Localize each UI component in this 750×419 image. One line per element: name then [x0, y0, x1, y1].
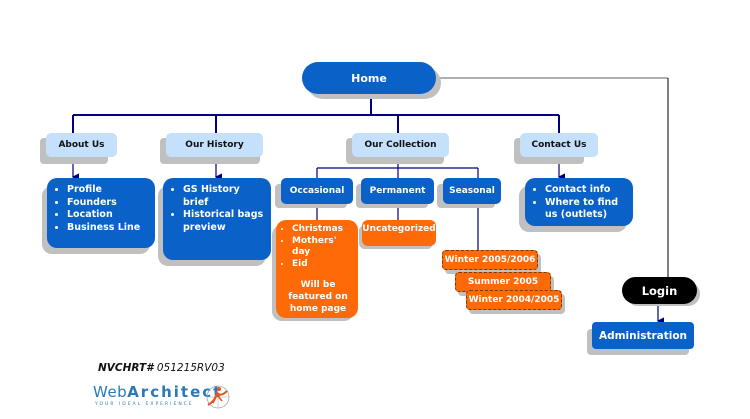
season-winter-2004-2005[interactable]: Winter 2004/2005 [466, 290, 562, 310]
logo-tagline: YOUR IDEAL EXPERIENCE [95, 402, 194, 407]
list-item[interactable]: Profile [67, 184, 149, 197]
chart-code: NVCHRT# 051215RV03 [98, 362, 225, 374]
about-us-node[interactable]: About Us [46, 133, 117, 157]
our-history-label: Our History [185, 140, 244, 150]
list-item[interactable]: Location [67, 209, 149, 222]
uncategorized-node[interactable]: Uncategorized [362, 220, 436, 246]
list-item[interactable]: Where to find us (outlets) [545, 197, 627, 222]
uncategorized-label: Uncategorized [362, 224, 436, 234]
list-item[interactable]: GS History brief [183, 184, 265, 209]
login-node[interactable]: Login [622, 277, 697, 304]
contact-us-node[interactable]: Contact Us [520, 133, 598, 157]
chart-code-value: 051215RV03 [156, 362, 225, 374]
home-label: Home [351, 71, 387, 85]
logo-architect-text: Architect [127, 383, 223, 401]
login-label: Login [641, 283, 678, 298]
occasional-list: Christmas Mothers' day Eid Will be featu… [276, 220, 358, 318]
permanent-node[interactable]: Permanent [361, 178, 434, 204]
about-us-label: About Us [58, 140, 105, 150]
season-label: Winter 2005/2006 [444, 255, 536, 265]
our-history-list: GS History brief Historical bags preview [163, 178, 271, 260]
occasional-label: Occasional [289, 186, 345, 196]
seasonal-label: Seasonal [449, 186, 495, 196]
list-item[interactable]: Christmas [292, 224, 354, 236]
season-label: Winter 2004/2005 [468, 295, 560, 305]
list-item[interactable]: Historical bags preview [183, 209, 265, 234]
our-collection-label: Our Collection [364, 140, 437, 150]
administration-label: Administration [598, 329, 688, 342]
contact-us-label: Contact Us [531, 140, 587, 150]
permanent-label: Permanent [369, 186, 426, 196]
list-item[interactable]: Contact info [545, 184, 627, 197]
chart-code-label: NVCHRT# [98, 362, 154, 374]
list-item[interactable]: Business Line [67, 222, 149, 235]
season-winter-2005-2006[interactable]: Winter 2005/2006 [442, 250, 538, 270]
seasonal-node[interactable]: Seasonal [443, 178, 501, 204]
home-node[interactable]: Home [302, 62, 436, 94]
about-us-list: Profile Founders Location Business Line [47, 178, 155, 248]
season-summer-2005[interactable]: Summer 2005 [455, 272, 551, 292]
webarchitect-logo: WebArchitect YOUR IDEAL EXPERIENCE [93, 383, 233, 417]
our-collection-node[interactable]: Our Collection [352, 133, 449, 157]
logo-figure-icon [206, 385, 230, 409]
featured-note: Will be featured on home page [288, 280, 348, 314]
logo-web-text: Web [93, 383, 128, 401]
contact-us-list: Contact info Where to find us (outlets) [525, 178, 633, 226]
our-history-node[interactable]: Our History [166, 133, 263, 157]
season-label: Summer 2005 [467, 277, 539, 287]
list-item[interactable]: Eid [292, 259, 354, 271]
administration-node[interactable]: Administration [592, 322, 694, 349]
occasional-node[interactable]: Occasional [281, 178, 353, 204]
list-item[interactable]: Founders [67, 197, 149, 210]
list-item[interactable]: Mothers' day [292, 236, 354, 259]
